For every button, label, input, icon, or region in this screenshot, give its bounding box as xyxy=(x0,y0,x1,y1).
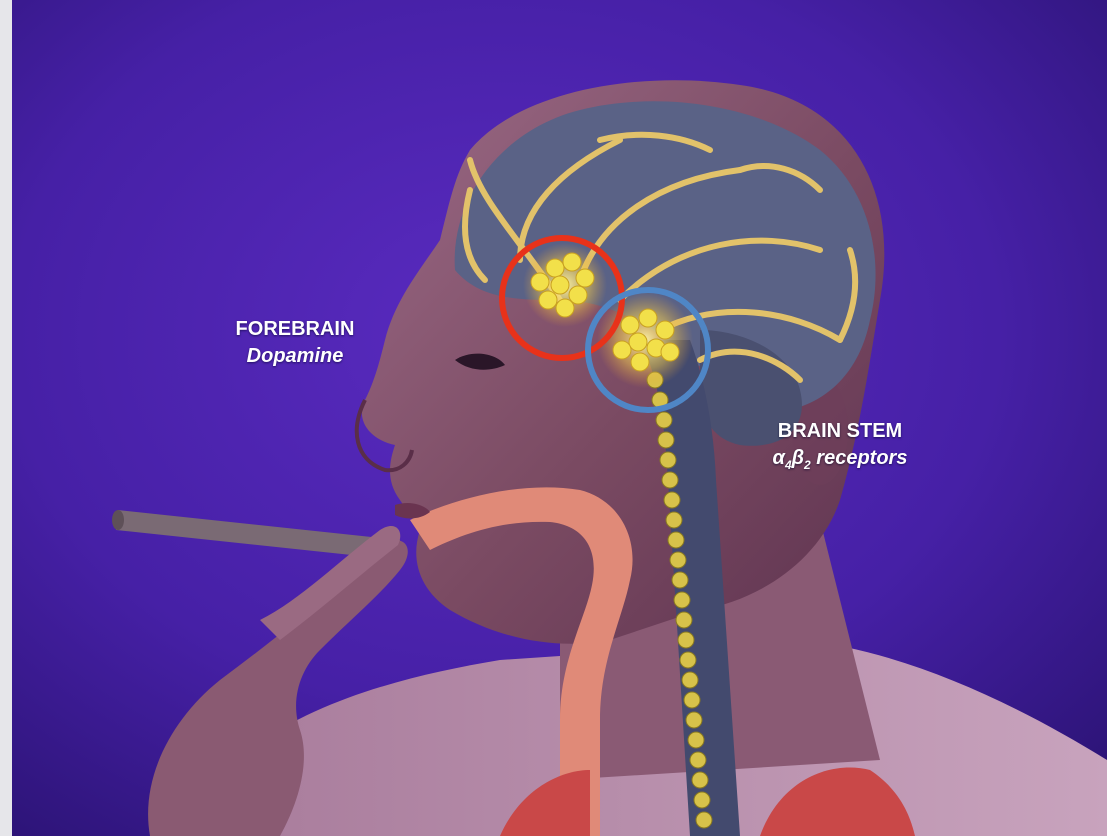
brainstem-label: BRAIN STEM α4β2 receptors xyxy=(745,418,935,479)
forebrain-subtitle: Dopamine xyxy=(210,342,380,370)
forebrain-receptor-cluster xyxy=(523,243,607,327)
forebrain-label: FOREBRAIN Dopamine xyxy=(210,316,380,370)
alpha-subscript: 4 xyxy=(785,458,792,472)
cigarette-tip xyxy=(112,510,124,530)
forebrain-title: FOREBRAIN xyxy=(210,316,380,342)
brainstem-receptor-cluster xyxy=(597,292,693,388)
alpha-symbol: α xyxy=(773,447,785,469)
brainstem-title: BRAIN STEM xyxy=(745,418,935,444)
beta-subscript: 2 xyxy=(804,458,811,472)
receptors-text: receptors xyxy=(811,447,908,469)
beta-symbol: β xyxy=(792,447,804,469)
brainstem-receptors: α4β2 receptors xyxy=(745,444,935,479)
